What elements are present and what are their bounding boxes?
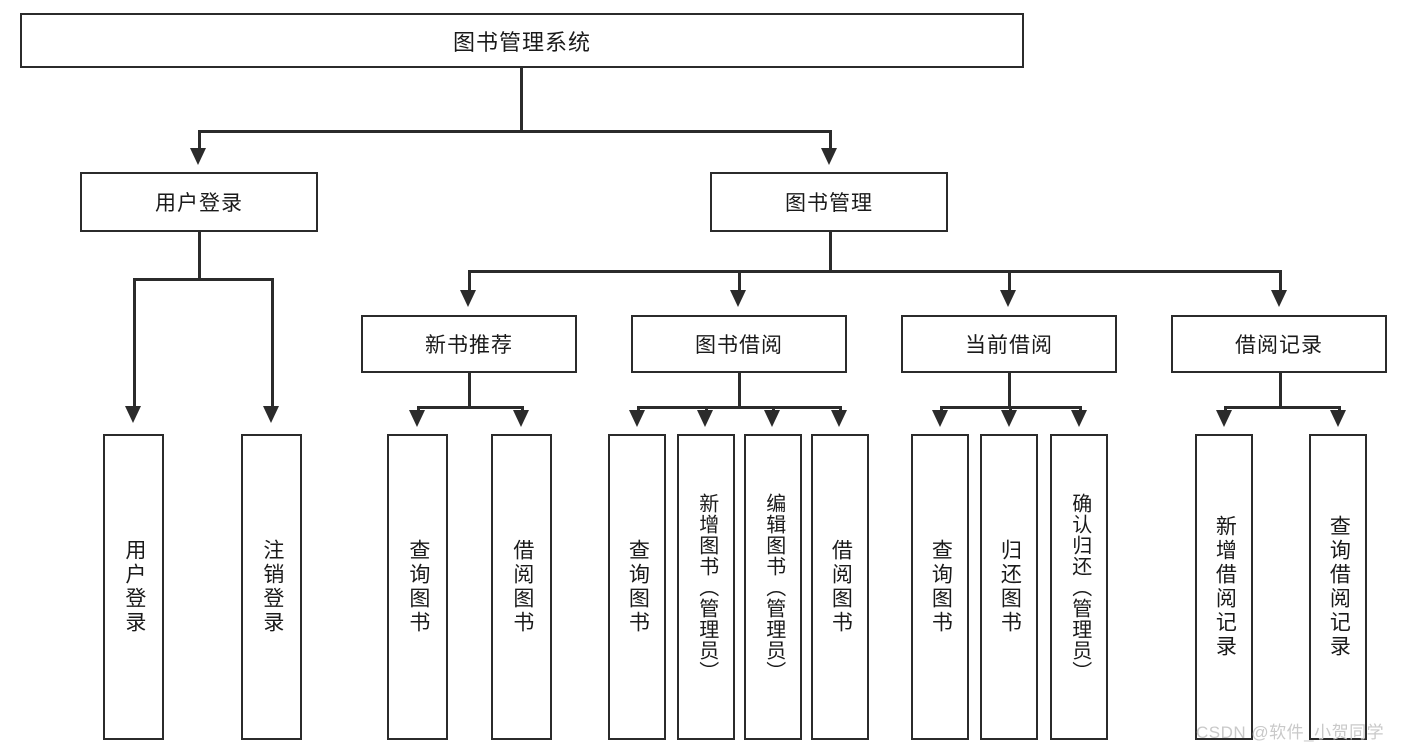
connector-borrowrecord-bar bbox=[1224, 406, 1340, 409]
connector-bookborrow-drop-4 bbox=[839, 406, 842, 412]
leaf-query-record[interactable]: 查询借阅记录 bbox=[1309, 434, 1367, 740]
connector-currentborrow-drop-2 bbox=[1009, 406, 1012, 412]
csdn-watermark: CSDN @软件_小贺同学 bbox=[1196, 723, 1385, 742]
leaf-query-book-2[interactable]: 查询图书 bbox=[608, 434, 666, 740]
leaf-logout-login[interactable]: 注销登录 bbox=[241, 434, 302, 740]
leaf-borrow-book-1[interactable]: 借阅图书 bbox=[491, 434, 552, 740]
connector-bookborrow-stem bbox=[738, 373, 741, 408]
connector-root-stem bbox=[520, 68, 523, 130]
leaf-query-book-1[interactable]: 查询图书 bbox=[387, 434, 448, 740]
node-label: 新增图书（管理员） bbox=[695, 492, 718, 682]
node-user-login[interactable]: 用户登录 bbox=[80, 172, 318, 232]
node-new-book-recommend[interactable]: 新书推荐 bbox=[361, 315, 577, 373]
leaf-return-book[interactable]: 归还图书 bbox=[980, 434, 1038, 740]
connector-userlogin-drop-2 bbox=[271, 278, 274, 408]
node-label: 图书借阅 bbox=[695, 334, 783, 357]
node-label: 当前借阅 bbox=[965, 334, 1053, 357]
node-current-borrow[interactable]: 当前借阅 bbox=[901, 315, 1117, 373]
arrow-down-icon bbox=[1001, 410, 1017, 427]
arrow-down-icon bbox=[1271, 290, 1287, 307]
node-label: 借阅记录 bbox=[1235, 334, 1323, 357]
node-label: 注销登录 bbox=[260, 539, 284, 635]
connector-root-bar bbox=[198, 130, 832, 133]
connector-borrowrecord-drop-2 bbox=[1338, 406, 1341, 412]
leaf-confirm-return[interactable]: 确认归还（管理员） bbox=[1050, 434, 1108, 740]
connector-bookmanage-bar bbox=[468, 270, 1282, 273]
arrow-down-icon bbox=[125, 406, 141, 423]
connector-userlogin-drop-1 bbox=[133, 278, 136, 408]
connector-bookmanage-drop-2 bbox=[738, 270, 741, 292]
node-label: 查询借阅记录 bbox=[1327, 515, 1351, 659]
arrow-down-icon bbox=[460, 290, 476, 307]
node-label: 查询图书 bbox=[406, 539, 430, 635]
connector-borrowrecord-stem bbox=[1279, 373, 1282, 408]
leaf-add-record[interactable]: 新增借阅记录 bbox=[1195, 434, 1253, 740]
node-label: 编辑图书（管理员） bbox=[762, 492, 785, 682]
arrow-down-icon bbox=[932, 410, 948, 427]
arrow-down-icon bbox=[513, 410, 529, 427]
leaf-add-book[interactable]: 新增图书（管理员） bbox=[677, 434, 735, 740]
connector-newbook-bar bbox=[417, 406, 523, 409]
arrow-down-icon bbox=[190, 148, 206, 165]
arrow-down-icon bbox=[764, 410, 780, 427]
node-label: 查询图书 bbox=[626, 539, 650, 635]
node-label: 借阅图书 bbox=[510, 539, 534, 635]
node-borrow-record[interactable]: 借阅记录 bbox=[1171, 315, 1387, 373]
arrow-down-icon bbox=[1071, 410, 1087, 427]
connector-borrowrecord-drop-1 bbox=[1224, 406, 1227, 412]
connector-newbook-stem bbox=[468, 373, 471, 408]
node-label: 用户登录 bbox=[122, 539, 146, 635]
arrow-down-icon bbox=[831, 410, 847, 427]
arrow-down-icon bbox=[697, 410, 713, 427]
connector-bookborrow-drop-3 bbox=[772, 406, 775, 412]
node-label: 确认归还（管理员） bbox=[1068, 492, 1091, 682]
leaf-edit-book[interactable]: 编辑图书（管理员） bbox=[744, 434, 802, 740]
arrow-down-icon bbox=[1000, 290, 1016, 307]
arrow-down-icon bbox=[409, 410, 425, 427]
node-label: 归还图书 bbox=[998, 539, 1022, 635]
node-book-manage[interactable]: 图书管理 bbox=[710, 172, 948, 232]
connector-userlogin-stem bbox=[198, 232, 201, 278]
connector-bookmanage-drop-1 bbox=[468, 270, 471, 292]
leaf-user-login[interactable]: 用户登录 bbox=[103, 434, 164, 740]
node-label: 新增借阅记录 bbox=[1213, 515, 1237, 659]
arrow-down-icon bbox=[1216, 410, 1232, 427]
leaf-query-book-3[interactable]: 查询图书 bbox=[911, 434, 969, 740]
arrow-down-icon bbox=[1330, 410, 1346, 427]
arrow-down-icon bbox=[730, 290, 746, 307]
arrow-down-icon bbox=[821, 148, 837, 165]
node-label: 查询图书 bbox=[929, 539, 953, 635]
connector-bookmanage-drop-3 bbox=[1008, 270, 1011, 292]
connector-userlogin-bar bbox=[133, 278, 274, 281]
arrow-down-icon bbox=[629, 410, 645, 427]
connector-root-drop-left bbox=[198, 130, 201, 150]
connector-bookborrow-drop-1 bbox=[637, 406, 640, 412]
node-book-borrow[interactable]: 图书借阅 bbox=[631, 315, 847, 373]
connector-bookmanage-stem bbox=[829, 232, 832, 272]
connector-bookborrow-drop-2 bbox=[705, 406, 708, 412]
node-label: 用户登录 bbox=[155, 192, 243, 215]
node-label: 图书管理 bbox=[785, 192, 873, 215]
connector-currentborrow-drop-3 bbox=[1079, 406, 1082, 412]
connector-bookborrow-bar bbox=[637, 406, 841, 409]
node-root-system[interactable]: 图书管理系统 bbox=[20, 13, 1024, 68]
node-label: 借阅图书 bbox=[829, 539, 853, 635]
leaf-borrow-book-2[interactable]: 借阅图书 bbox=[811, 434, 869, 740]
connector-currentborrow-drop-1 bbox=[940, 406, 943, 412]
arrow-down-icon bbox=[263, 406, 279, 423]
connector-root-drop-right bbox=[829, 130, 832, 150]
node-label: 新书推荐 bbox=[425, 334, 513, 357]
node-label: 图书管理系统 bbox=[452, 29, 591, 55]
connector-bookmanage-drop-4 bbox=[1279, 270, 1282, 292]
connector-newbook-drop-1 bbox=[417, 406, 420, 412]
connector-newbook-drop-2 bbox=[521, 406, 524, 412]
connector-currentborrow-stem bbox=[1008, 373, 1011, 408]
